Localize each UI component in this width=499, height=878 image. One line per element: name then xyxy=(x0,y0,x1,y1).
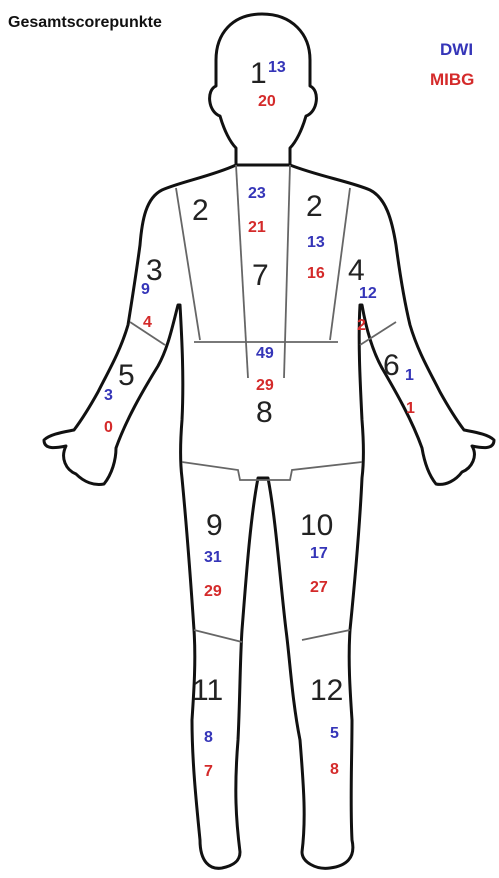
region-head-number: 1 xyxy=(250,57,267,90)
dwi-right-upper-arm: 9 xyxy=(141,281,150,298)
region-right-thigh-number: 9 xyxy=(206,509,223,542)
mibg-right-forearm: 0 xyxy=(104,419,113,436)
mibg-left-upper-arm: 2 xyxy=(357,317,366,334)
mibg-chest: 21 xyxy=(248,219,266,236)
mibg-head: 20 xyxy=(258,93,276,110)
region-right-forearm-number: 5 xyxy=(118,359,135,392)
dwi-left-thigh: 17 xyxy=(310,545,328,562)
head-outline xyxy=(210,14,317,168)
region-right-lower-leg-number: 11 xyxy=(192,674,223,707)
mibg-right-lower-leg: 7 xyxy=(204,763,213,780)
region-left-thigh-number: 10 xyxy=(300,509,333,542)
mibg-left-lower-leg: 8 xyxy=(330,761,339,778)
region-left-forearm-number: 6 xyxy=(383,349,400,382)
region-right-shoulder-number: 2 xyxy=(192,194,209,227)
dwi-left-shoulder: 13 xyxy=(307,234,325,251)
mibg-right-upper-arm: 4 xyxy=(143,314,152,331)
region-pelvis-number: 8 xyxy=(256,396,273,429)
mibg-left-thigh: 27 xyxy=(310,579,328,596)
dwi-left-upper-arm: 12 xyxy=(359,285,377,302)
dwi-left-lower-leg: 5 xyxy=(330,725,339,742)
dwi-pelvis: 49 xyxy=(256,345,274,362)
mibg-left-shoulder: 16 xyxy=(307,265,325,282)
mibg-right-thigh: 29 xyxy=(204,583,222,600)
dwi-head: 13 xyxy=(268,59,286,76)
region-left-shoulder-number: 2 xyxy=(306,190,323,223)
dwi-right-forearm: 3 xyxy=(104,387,113,404)
region-left-upper-arm-number: 4 xyxy=(348,254,365,287)
mibg-pelvis: 29 xyxy=(256,377,274,394)
dwi-chest: 23 xyxy=(248,185,266,202)
dwi-left-forearm: 1 xyxy=(405,367,414,384)
dwi-right-thigh: 31 xyxy=(204,549,222,566)
region-trunk-number: 7 xyxy=(252,259,269,292)
dwi-right-lower-leg: 8 xyxy=(204,729,213,746)
mibg-left-forearm: 1 xyxy=(406,400,415,417)
region-left-lower-leg-number: 12 xyxy=(310,674,343,707)
body-outline xyxy=(44,165,494,868)
